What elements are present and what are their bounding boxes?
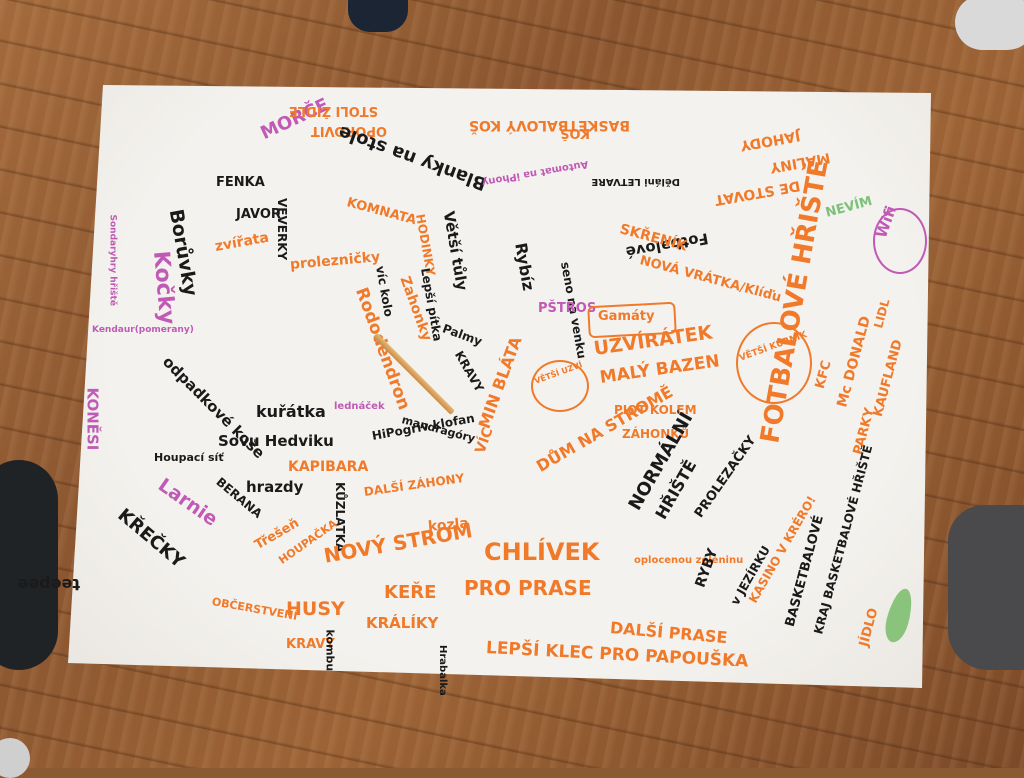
word-fenka: FENKA	[216, 175, 265, 190]
word-kenes: KONĚSI	[83, 387, 102, 451]
shoe-left	[0, 460, 58, 670]
word-hrazdy: hrazdy	[246, 478, 304, 496]
word-kombu: kombu	[323, 629, 337, 672]
word-kapibara: KAPIBARA	[288, 459, 369, 475]
word-kendaur: Kendaur(pomerany)	[92, 325, 194, 335]
word-teepee: teepee	[17, 575, 80, 594]
word-ledna-cek: lednáček	[334, 401, 385, 412]
word-sondary: Sondaryhry hřiště	[107, 214, 118, 306]
vetsi-uzvi-circle	[531, 360, 589, 412]
word-veverky: VEVERKY	[275, 198, 289, 261]
shoe-right	[948, 505, 1024, 670]
word-pstros: PŠTROS	[538, 301, 597, 316]
word-gamaty: Gamáty	[598, 309, 655, 324]
word-chlivek: CHLÍVEK	[484, 538, 600, 566]
word-javor: JAVOR	[236, 207, 281, 222]
word-hrabalka: Hrabalka	[437, 645, 448, 696]
word-zahonku: ZÁHONKŮ	[622, 427, 690, 441]
word-sovu-hedviku: Sovu Hedviku	[218, 432, 334, 450]
word-kraliky: KRÁLÍKY	[366, 614, 439, 632]
word-oplocenu-zeleninu: oplocenou zeleninu	[634, 555, 744, 566]
word-houpaci-sit: Houpací síť	[154, 451, 224, 464]
shoe-top	[348, 0, 408, 32]
word-deli-letvare: Děláni LETVARE	[591, 176, 680, 187]
word-pro-prase: PRO PRASE	[464, 576, 592, 600]
vetsi-kurnik-circle	[736, 322, 812, 404]
wifi-circle	[873, 208, 927, 274]
word-kuratka: kuřátka	[256, 402, 326, 421]
word-piot-kolem: PIOT KOLEM	[614, 403, 697, 417]
word-kere: KEŘE	[384, 582, 437, 603]
word-kocky: Kočky	[148, 249, 180, 326]
word-kozla: kozla	[427, 515, 470, 535]
sock-top-right	[955, 0, 1024, 50]
word-basketbalovy-kos: BASKETBALOVÝ KOŠ	[468, 117, 630, 133]
word-kravy-2: KRAVY	[286, 637, 335, 652]
word-husy: HUSY	[286, 598, 345, 620]
word-stoli-zidle: STOLI ŽIDLE	[288, 103, 378, 118]
